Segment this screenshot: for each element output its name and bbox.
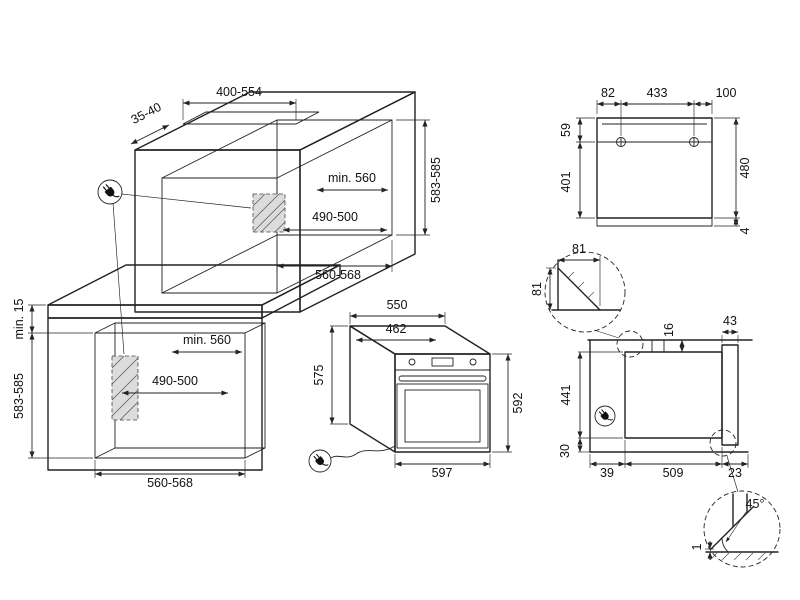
dim-top-back: 59 <box>559 117 595 143</box>
oven-knob-left <box>408 358 416 366</box>
dim-under-height-label: 583-585 <box>12 373 26 419</box>
oven-display <box>431 357 454 367</box>
dim-oven-width-label: 597 <box>432 466 453 480</box>
power-cord <box>330 445 396 459</box>
dim-column-back-width-label: 490-500 <box>312 210 358 224</box>
dim-top-center: 433 <box>621 86 695 136</box>
dim-side-height: 441 <box>559 351 623 439</box>
dim-column-niche-height: 583-585 <box>396 119 443 236</box>
dim-corner-w-label: 81 <box>572 242 586 256</box>
dim-corner-h-label: 81 <box>530 282 544 296</box>
dim-side-door-top: 43 <box>721 314 739 343</box>
dim-side-door-top-label: 43 <box>723 314 737 328</box>
dim-chamfer-angle-label: 45° <box>746 497 765 511</box>
dim-under-depth-label: min. 560 <box>183 333 231 347</box>
corner-clearance-detail: 81 81 <box>530 242 626 339</box>
power-plug-icon-side <box>594 405 616 427</box>
top-plan-view: 82 433 100 59 401 480 <box>559 86 752 234</box>
dim-side-bottom-gap-label: 30 <box>558 444 572 458</box>
dim-under-back-width: 490-500 <box>121 374 228 396</box>
dim-setback-label: 35-40 <box>129 100 164 127</box>
oven-dimensions-view: 550 462 575 592 597 <box>308 298 525 480</box>
power-plug-icon <box>97 179 123 205</box>
dim-oven-back-height-label: 575 <box>312 365 326 386</box>
dim-under-back-width-label: 490-500 <box>152 374 198 388</box>
dim-side-front-gap-label: 23 <box>728 466 742 480</box>
dim-side-height-label: 441 <box>559 385 573 406</box>
dim-side-top-gap-label: 16 <box>662 323 676 337</box>
oven-door-handle <box>398 375 487 382</box>
dim-top-lip-label: 4 <box>738 227 752 234</box>
dim-top-depth: 480 <box>714 117 752 219</box>
cable-clamp-right <box>689 137 699 147</box>
dim-top-right: 100 <box>694 86 736 114</box>
dim-column-niche-height-label: 583-585 <box>429 157 443 203</box>
oven-door-glass <box>404 389 481 443</box>
dim-side-back-gap-label: 39 <box>600 466 614 480</box>
dim-chamfer-angle: 45° <box>725 497 765 543</box>
dim-oven-height: 592 <box>492 353 525 453</box>
dim-side-top-gap: 16 <box>662 323 685 352</box>
dim-top-depth-label: 480 <box>738 158 752 179</box>
dim-column-niche-width: 560-568 <box>276 240 393 282</box>
dim-side-bottom-widths: 39 509 23 <box>589 440 749 480</box>
door-chamfer-detail: 45° 1 <box>690 455 781 568</box>
dim-setback: 35-40 <box>129 100 170 145</box>
dim-chamfer-gap-label: 1 <box>690 543 704 550</box>
dim-column-depth-label: min. 560 <box>328 171 376 185</box>
dim-top-front: 401 <box>559 142 595 219</box>
side-section-view: 16 43 441 30 39 509 <box>558 314 753 480</box>
dim-oven-inner-depth-label: 462 <box>386 322 407 336</box>
dim-oven-width: 597 <box>394 454 491 480</box>
electrical-zone-under <box>111 355 139 421</box>
dim-chamfer-gap: 1 <box>690 541 714 560</box>
dim-top-center-label: 433 <box>647 86 668 100</box>
dim-side-depth-label: 509 <box>663 466 684 480</box>
dim-corner-h: 81 <box>530 267 556 310</box>
dim-top-left-label: 82 <box>601 86 615 100</box>
dim-under-height: 583-585 <box>12 333 93 459</box>
dim-oven-inner-depth: 462 <box>356 322 436 343</box>
dim-top-back-label: 59 <box>559 123 573 137</box>
dim-under-gap: min. 15 <box>12 298 93 340</box>
mounting-bracket <box>651 339 665 353</box>
dim-under-niche-width-label: 560-568 <box>147 476 193 490</box>
oven-body-section <box>624 351 723 439</box>
cable-clamp-left <box>616 137 626 147</box>
dim-side-bottom-gap: 30 <box>558 438 592 458</box>
dim-top-lip: 4 <box>714 218 752 234</box>
detail-marker-top <box>616 330 644 358</box>
dim-oven-depth: 550 <box>349 298 446 324</box>
dim-oven-back-height: 575 <box>312 325 348 425</box>
undercounter-installation-view: min. 15 583-585 min. 560 490-500 560-568 <box>12 264 341 490</box>
oven-door <box>396 383 489 449</box>
dim-under-niche-width: 560-568 <box>94 460 246 490</box>
detail-marker-bottom <box>709 429 737 457</box>
oven-knob-right <box>469 358 477 366</box>
dim-column-back-width: 490-500 <box>283 210 387 233</box>
column-installation-view: 400-554 35-40 min. 560 490-500 560-568 5… <box>97 85 443 355</box>
electrical-zone-column <box>252 193 286 233</box>
dim-under-depth: min. 560 <box>172 333 242 355</box>
dim-top-right-label: 100 <box>716 86 737 100</box>
dim-top-cutout-label: 400-554 <box>216 85 262 99</box>
dim-under-gap-label: min. 15 <box>12 298 26 339</box>
dim-top-front-label: 401 <box>559 172 573 193</box>
dim-oven-depth-label: 550 <box>387 298 408 312</box>
dim-top-cutout-width: 400-554 <box>182 85 297 120</box>
dim-corner-w: 81 <box>558 242 601 306</box>
power-plug-icon-oven <box>308 449 332 473</box>
oven-door-section <box>721 344 739 446</box>
dim-top-left: 82 <box>596 86 622 136</box>
dim-column-depth: min. 560 <box>317 171 388 193</box>
dim-oven-height-label: 592 <box>511 393 525 414</box>
